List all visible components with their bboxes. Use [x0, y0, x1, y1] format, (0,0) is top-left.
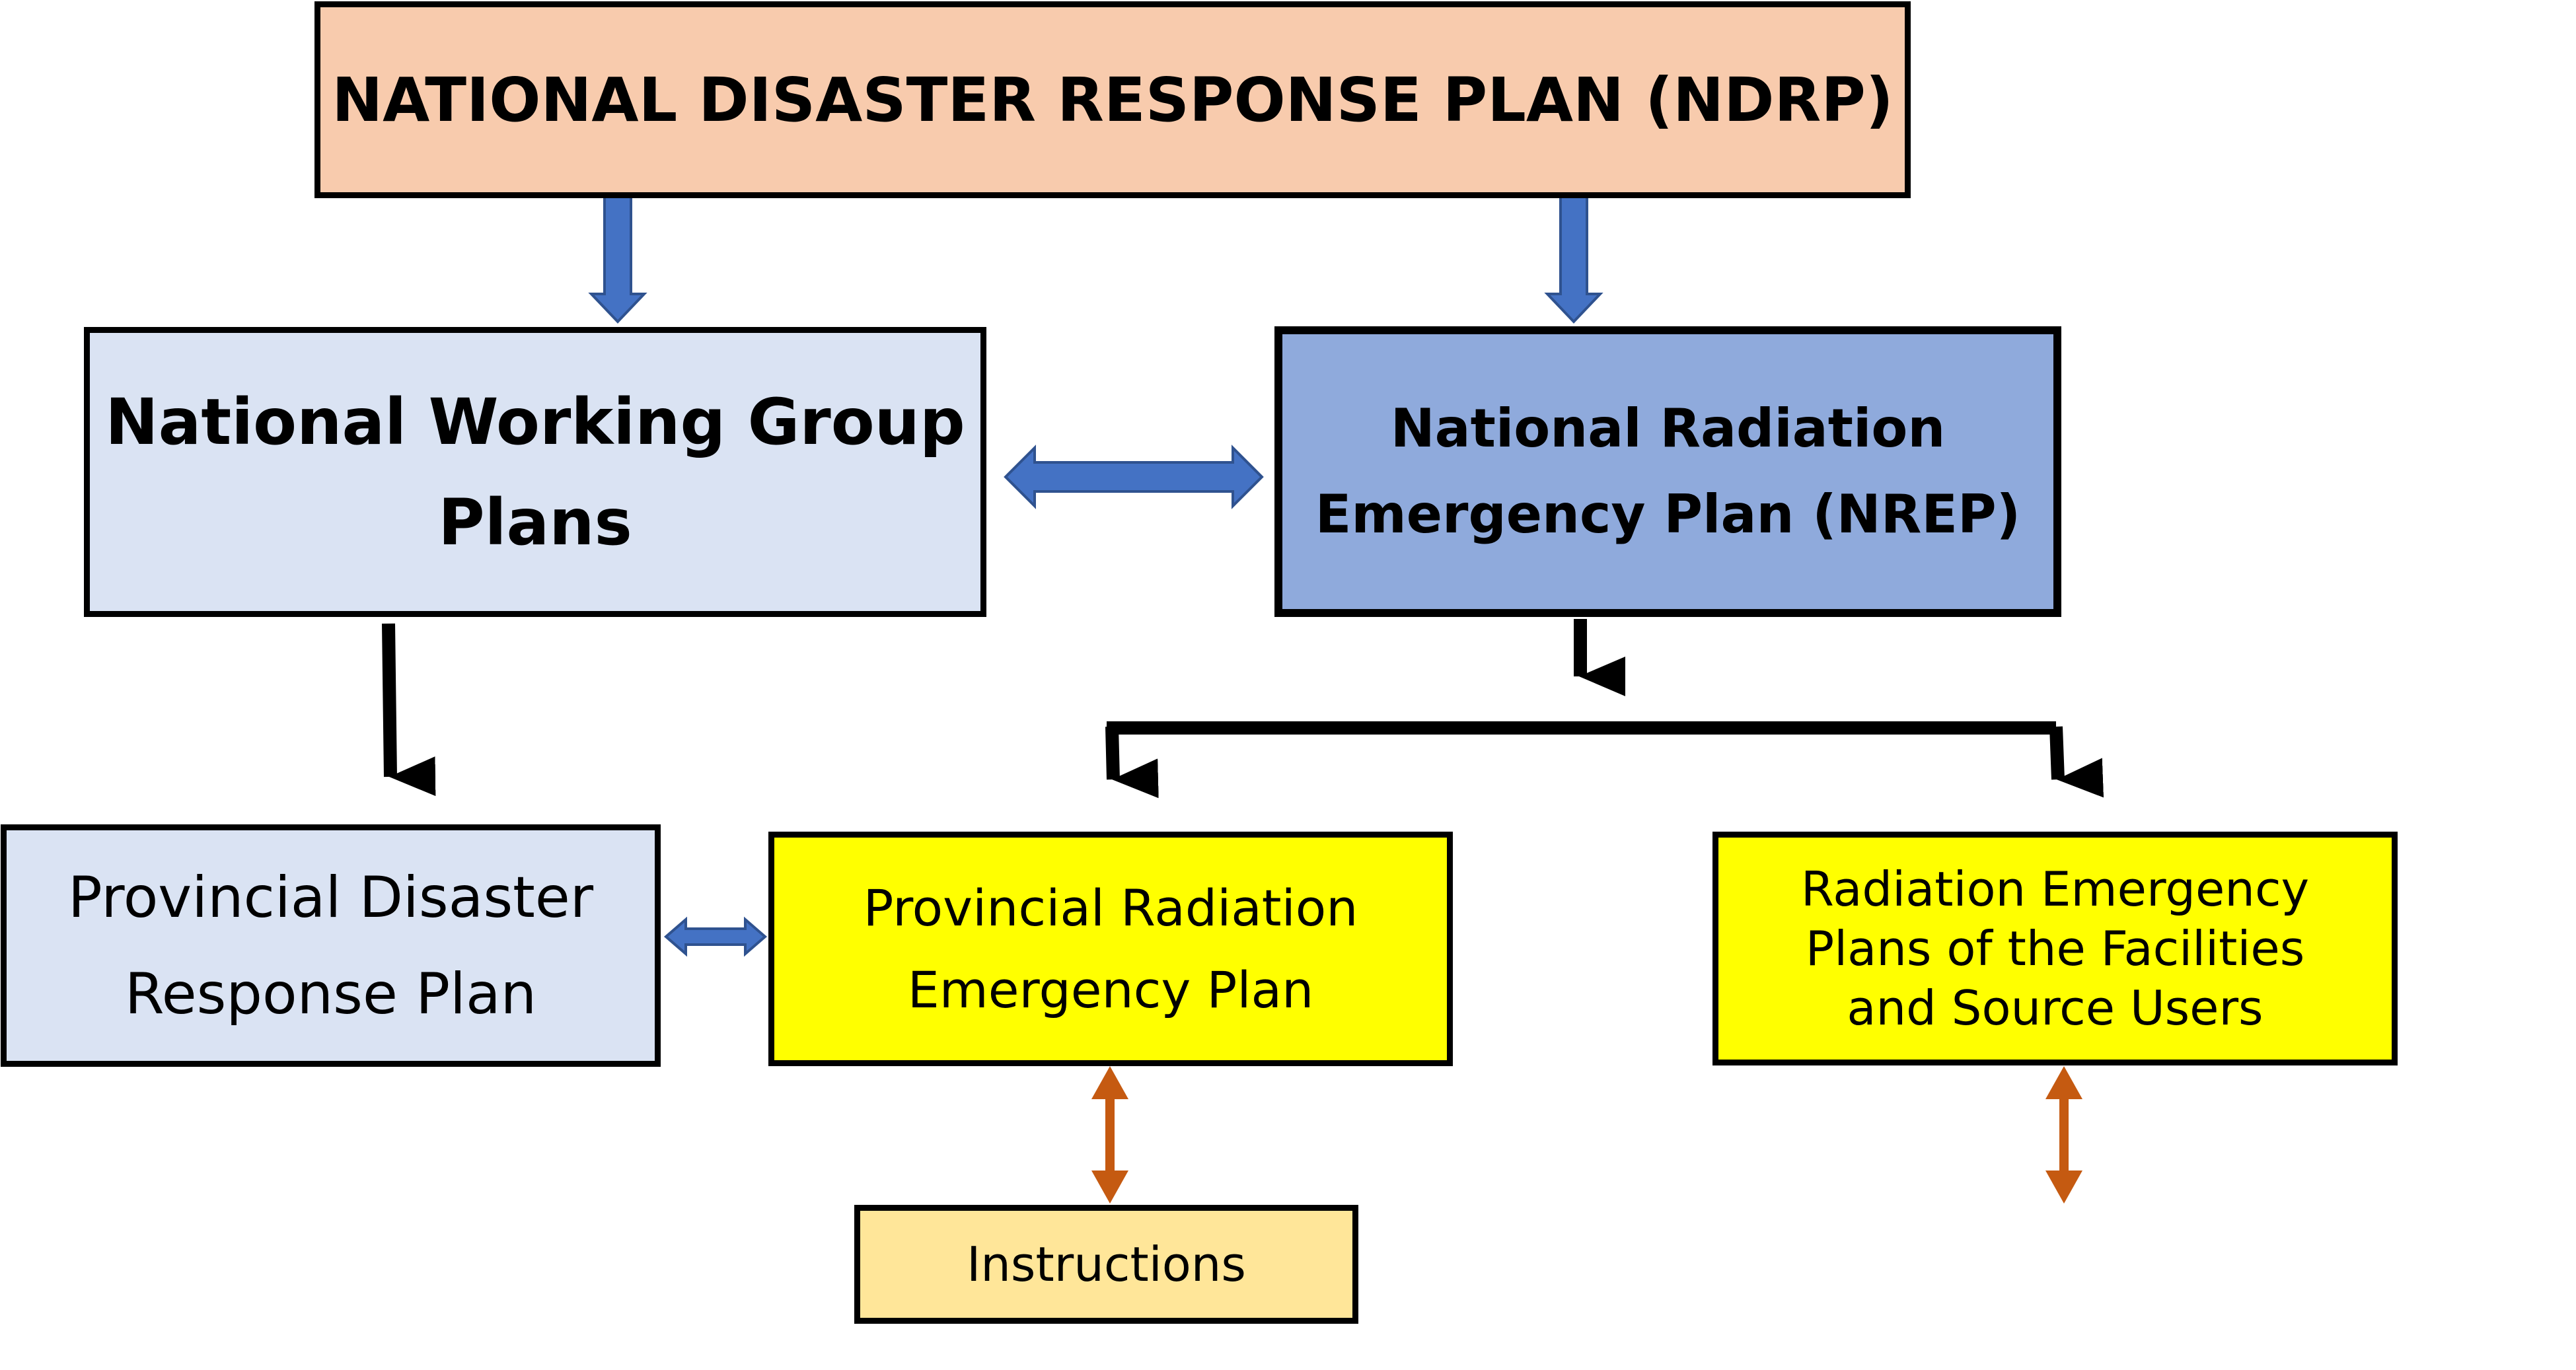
- node-nrep: National Radiation Emergency Plan (NREP): [1274, 326, 2061, 617]
- node-ndrp: NATIONAL DISASTER RESPONSE PLAN (NDRP): [314, 1, 1911, 198]
- node-provincial-radiation: Provincial Radiation Emergency Plan: [768, 832, 1453, 1066]
- node-instructions-label: Instructions: [967, 1237, 1246, 1292]
- node-working-group-label-line-1: National Working Group: [105, 384, 965, 459]
- node-facilities: Radiation Emergency Plans of the Facilit…: [1712, 832, 2398, 1065]
- node-provincial-disaster-label-line-1: Provincial Disaster: [67, 864, 594, 931]
- edge-working-group-nrep-arrow: [1004, 445, 1264, 509]
- edge-provincial-radiation-instructions-arrow: [1091, 1066, 1128, 1204]
- node-provincial-disaster: Provincial Disaster Response Plan: [1, 824, 661, 1067]
- edge-facilities-orange-arrow: [2045, 1066, 2082, 1204]
- node-facilities-label-line-2: Plans of the Facilities: [1805, 921, 2305, 976]
- node-nrep-label-line-1: National Radiation: [1390, 398, 1946, 459]
- node-facilities-label-line-1: Radiation Emergency: [1800, 861, 2310, 917]
- node-provincial-disaster-label-line-2: Response Plan: [124, 960, 537, 1027]
- node-nrep-label-line-2: Emergency Plan (NREP): [1315, 484, 2021, 545]
- node-provincial-radiation-label-line-2: Emergency Plan: [907, 960, 1314, 1019]
- node-ndrp-label: NATIONAL DISASTER RESPONSE PLAN (NDRP): [332, 64, 1894, 135]
- edge-nrep-provincial-radiation-line: [1105, 726, 1159, 799]
- node-instructions: Instructions: [854, 1205, 1358, 1324]
- node-working-group-label-line-2: Plans: [438, 485, 632, 559]
- edge-nrep-facilities-line: [2049, 726, 2104, 798]
- node-working-group: National Working Group Plans: [84, 327, 986, 617]
- node-facilities-label-line-3: and Source Users: [1847, 980, 2263, 1036]
- edge-working-group-provincial-disaster-line: [382, 623, 436, 797]
- edge-provincial-disaster-provincial-radiation-arrow: [663, 916, 768, 957]
- node-provincial-radiation-label-line-1: Provincial Radiation: [863, 878, 1358, 937]
